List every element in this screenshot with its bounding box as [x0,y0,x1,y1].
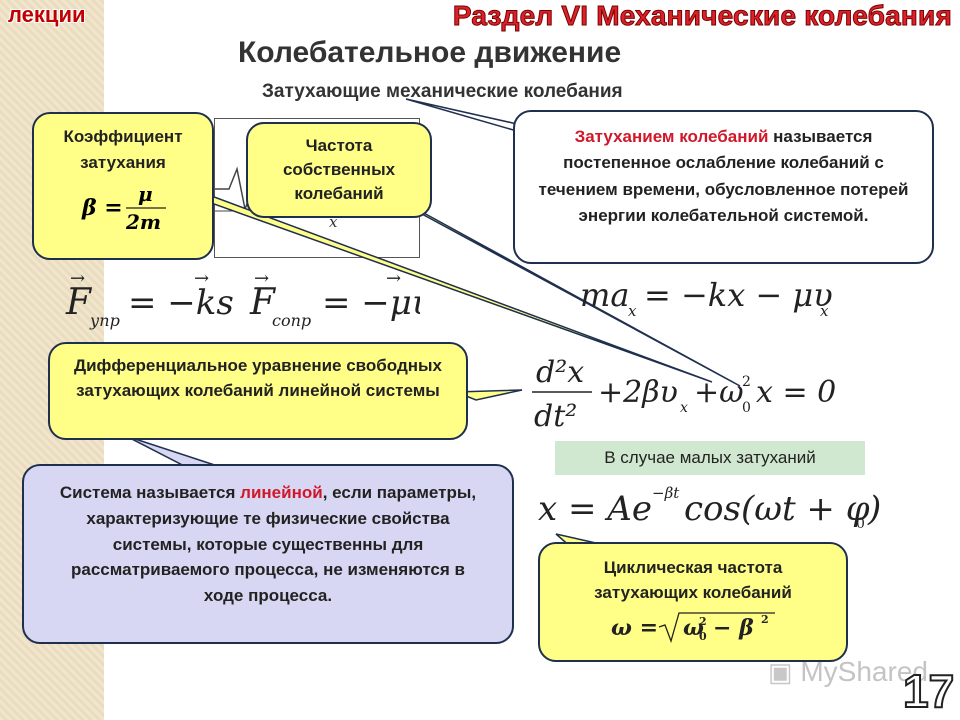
svg-text:d²x: d²x [536,355,584,390]
small-damping-note: В случае малых затуханий [555,441,865,475]
svg-text:ω =: ω = [611,615,658,641]
linear-text-after: , если параметры, характеризующие те физ… [71,483,477,606]
damping-definition-callout: Затуханием колебаний называется постепен… [513,110,934,264]
page-number: 17 [902,664,955,718]
svg-text:x = 0: x = 0 [756,375,836,410]
svg-text:cos(ωt + φ: cos(ωt + φ [684,489,870,529]
svg-text:= −ks: = −ks [128,283,234,323]
natural-frequency-callout: Частота собственных колебаний [246,122,432,218]
svg-text:→: → [194,268,209,289]
diff-equation-label: Дифференциальное уравнение свободных зат… [74,356,442,400]
solution-formula: x = Ae −βt cos(ωt + φ 0 ) [538,484,881,532]
page-title: Колебательное движение [238,36,622,69]
svg-text:− β: − β [713,615,754,641]
damping-coefficient-callout: Коэффициент затухания β = μ 2m [32,112,214,260]
svg-text:упр: упр [89,311,120,330]
definition-text: называется постепенное ослабление колеба… [538,127,909,226]
axis-x-label: x [329,213,338,231]
svg-text:x: x [820,302,829,320]
svg-text:→: → [70,268,85,289]
lectures-link[interactable]: лекции [8,2,86,27]
cyclic-frequency-callout: Циклическая частота затухающих колебаний… [538,542,848,662]
svg-text:−βt: −βt [652,484,680,502]
svg-text:2: 2 [742,374,751,390]
svg-text:→: → [254,268,269,289]
svg-text:μ: μ [138,182,153,206]
watermark-text: MyShared [800,656,928,687]
section-title: Раздел VI Механические колебания [452,0,952,32]
svg-text:2m: 2m [125,210,161,233]
watermark-logo: ▣ MyShared [768,656,928,688]
svg-text:сопр: сопр [272,311,311,330]
svg-text:→: → [386,268,401,289]
cyclic-frequency-label: Циклическая частота затухающих колебаний [594,558,792,602]
svg-text:= −μυ: = −μυ [322,283,420,323]
linear-text-before: Система называется [59,483,241,502]
damping-coefficient-label: Коэффициент затухания [63,127,183,172]
svg-text:ω: ω [683,615,704,641]
svg-text:ma: ma [580,276,629,314]
svg-text:+ω: +ω [694,375,744,410]
page-subtitle: Затухающие механические колебания [262,81,623,102]
linear-system-callout: Система называется линейной, если параме… [22,464,514,644]
svg-text:x: x [680,400,688,416]
diff-equation-formula: d²x dt² +2βυ x +ω 2 0 x = 0 [532,355,836,434]
beta-formula: β = μ 2m [81,182,166,234]
svg-text:+2βυ: +2βυ [598,375,678,410]
definition-term: Затуханием колебаний [574,127,769,146]
diff-equation-callout: Дифференциальное уравнение свободных зат… [48,342,468,440]
linear-term: линейной [240,483,323,502]
svg-text:F: F [249,282,277,323]
svg-text:): ) [867,489,881,529]
force-formulas: F → упр = −ks → F → сопр = −μυ → [65,268,420,330]
presentation-icon: ▣ [768,657,793,687]
svg-text:dt²: dt² [534,399,577,434]
svg-text:x = Ae: x = Ae [538,489,652,529]
svg-text:2: 2 [699,615,707,628]
natural-frequency-label: Частота собственных колебаний [282,136,396,203]
newton-formula: ma x = −kx − μυ x [580,276,833,320]
svg-text:2: 2 [761,613,769,626]
svg-text:= −kx − μυ: = −kx − μυ [644,276,833,314]
omega-formula: ω = ω 2 0 − β 2 [611,612,775,644]
svg-text:0: 0 [699,630,707,643]
svg-text:F: F [65,282,93,323]
svg-text:0: 0 [742,400,751,416]
svg-text:β =: β = [81,195,123,221]
svg-text:x: x [628,302,637,320]
svg-text:0: 0 [856,516,865,532]
